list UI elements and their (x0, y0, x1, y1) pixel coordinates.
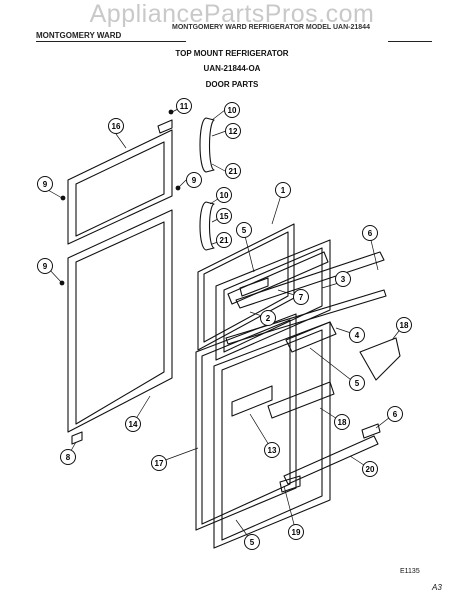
figure-code: E1135 (400, 568, 420, 575)
callout-label: 9 (43, 262, 48, 271)
callout-bubble: 21 (216, 232, 232, 248)
freezer-door-liner (197, 223, 295, 351)
callout-label: 5 (250, 538, 255, 547)
freezer-door-inner-panel (215, 239, 331, 361)
callout-bubble: 16 (108, 118, 124, 134)
butter-compartment (231, 385, 273, 417)
model-number: UAN-21844-OA (203, 64, 261, 73)
callout-label: 11 (180, 102, 189, 111)
callout-bubble: 17 (151, 455, 167, 471)
callout-label: 4 (355, 331, 360, 340)
callout-label: 21 (220, 236, 229, 245)
door-rack-lower (283, 435, 379, 485)
bottom-hinge (71, 431, 83, 445)
callout-label: 1 (281, 186, 286, 195)
callout-bubble: 6 (362, 225, 378, 241)
callout-bubble: 5 (236, 222, 252, 238)
egg-rack (285, 321, 337, 353)
freezer-shelf (235, 251, 385, 309)
callout-label: 6 (393, 410, 398, 419)
callout-label: 5 (355, 379, 360, 388)
callout-bubble: 1 (275, 182, 291, 198)
callout-bubble: 7 (293, 289, 309, 305)
callout-label: 12 (229, 127, 238, 136)
callout-label: 9 (43, 180, 48, 189)
header-rule-left (36, 41, 186, 42)
callout-label: 10 (228, 106, 237, 115)
callout-label: 14 (129, 420, 138, 429)
ice-tray-holder (239, 277, 269, 297)
header-rule-right (388, 41, 432, 42)
callout-bubble: 20 (362, 461, 378, 477)
section-title: DOOR PARTS (205, 80, 259, 89)
callout-bubble: 9 (37, 176, 53, 192)
callout-bubble: 10 (224, 102, 240, 118)
callout-bubble: 6 (387, 406, 403, 422)
callout-label: 19 (292, 528, 301, 537)
callout-label: 13 (268, 446, 277, 455)
callout-label: 9 (192, 176, 197, 185)
callout-label: 6 (368, 229, 373, 238)
callout-label: 2 (266, 314, 271, 323)
callout-bubble: 8 (60, 449, 76, 465)
fresh-food-door-inner-panel (213, 321, 331, 549)
callout-bubble: 18 (334, 414, 350, 430)
callout-bubble: 3 (335, 271, 351, 287)
fresh-food-door-liner (195, 313, 297, 531)
callout-label: 18 (400, 321, 409, 330)
callout-bubble: 5 (349, 375, 365, 391)
lower-rack-end (279, 475, 301, 493)
watermark: AppliancePartsPros.com (89, 0, 375, 28)
fastener-group (59, 109, 181, 286)
callout-bubble: 19 (288, 524, 304, 540)
freezer-bar (225, 289, 387, 345)
callout-bubble: 21 (225, 163, 241, 179)
page-mark: A3 (432, 583, 442, 592)
callout-bubble: 2 (260, 310, 276, 326)
callout-label: 20 (366, 465, 375, 474)
callout-bubble: 13 (264, 442, 280, 458)
callout-bubble: 14 (125, 416, 141, 432)
diagram-title: TOP MOUNT REFRIGERATOR (175, 49, 289, 58)
screw-icon (168, 109, 174, 115)
door-bin-right (359, 337, 401, 381)
callout-label: 17 (155, 459, 164, 468)
callout-bubble: 4 (349, 327, 365, 343)
callout-label: 8 (66, 453, 71, 462)
callout-bubbles: 11 10 12 16 21 9 9 10 1 15 5 21 6 9 3 7 … (37, 98, 412, 550)
callout-label: 3 (341, 275, 346, 284)
rack-end-cap (361, 423, 381, 439)
model-header: MONTGOMERY WARD REFRIGERATOR MODEL UAN-2… (172, 24, 370, 31)
callout-label: 7 (299, 293, 304, 302)
freezer-handle (199, 117, 215, 173)
top-hinge-cap (157, 119, 173, 134)
door-shelf-upper (267, 381, 335, 419)
callout-bubble: 10 (216, 187, 232, 203)
fresh-food-handle (199, 201, 215, 251)
leader-lines (47, 105, 403, 543)
callout-bubble: 9 (186, 172, 202, 188)
callout-label: 21 (229, 167, 238, 176)
callout-label: 15 (220, 212, 229, 221)
callout-bubble: 5 (244, 534, 260, 550)
callout-bubble: 15 (216, 208, 232, 224)
freezer-gasket (67, 129, 173, 245)
callout-bubble: 9 (37, 258, 53, 274)
screw-icon (60, 195, 66, 201)
callout-bubble: 11 (176, 98, 192, 114)
callout-label: 5 (242, 226, 247, 235)
callout-bubble: 18 (396, 317, 412, 333)
callout-label: 10 (220, 191, 229, 200)
fresh-food-gasket (67, 209, 173, 433)
callout-label: 16 (112, 122, 121, 131)
callout-label: 18 (338, 418, 347, 427)
brand-header: MONTGOMERY WARD (36, 31, 122, 40)
callout-bubble: 12 (225, 123, 241, 139)
